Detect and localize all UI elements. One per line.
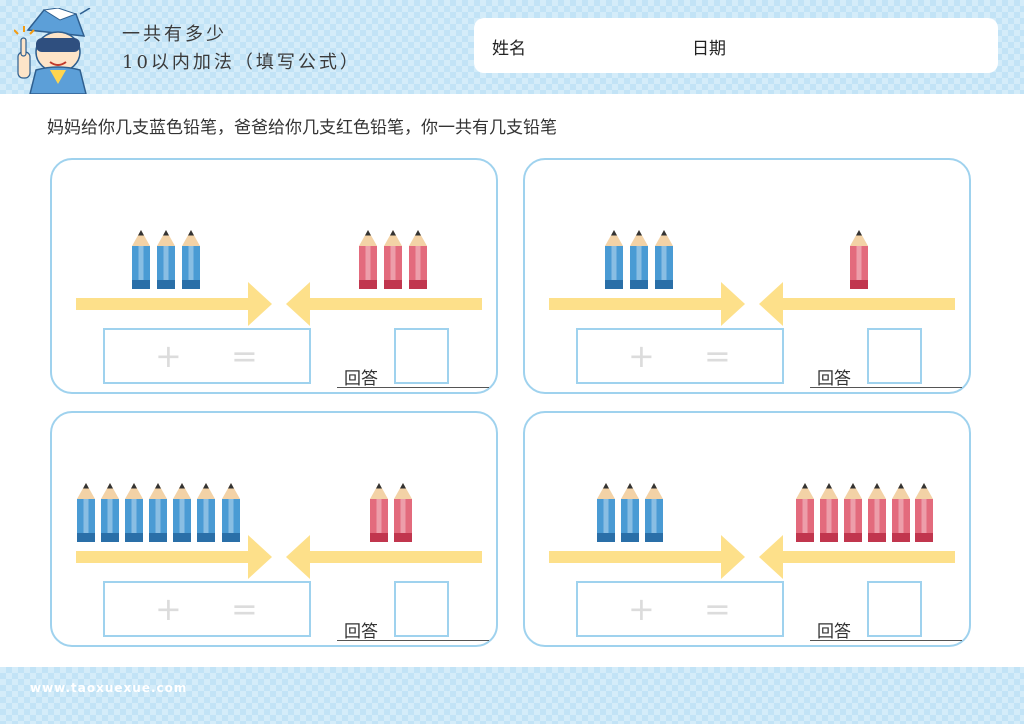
equals-sign: = (231, 590, 258, 628)
website-text: www.taoxuexue.com (30, 681, 188, 695)
answer-label: 回答 (344, 369, 378, 389)
blue-pencil-icon (182, 230, 200, 289)
worksheet-subtitle: 10以内加法（填写公式） (122, 52, 361, 73)
red-pencil-icon (868, 483, 886, 542)
red-pencil-icon (394, 483, 412, 542)
footer-banner (0, 667, 1024, 724)
blue-pencil-icon (655, 230, 673, 289)
date-label: 日期 (692, 39, 726, 59)
red-pencil-icon (844, 483, 862, 542)
answer-label: 回答 (817, 369, 851, 389)
blue-pencil-icon (173, 483, 191, 542)
red-pencil-icon (850, 230, 868, 289)
mascot-icon (14, 8, 91, 94)
blue-pencil-icon (132, 230, 150, 289)
equation-box[interactable]: += (576, 581, 784, 637)
arrow-right-icon (549, 535, 745, 579)
red-pencil-icon (915, 483, 933, 542)
answer-label: 回答 (817, 622, 851, 642)
arrow-left-icon (759, 535, 955, 579)
equals-sign: = (704, 590, 731, 628)
blue-pencil-icon (77, 483, 95, 542)
blue-pencil-icon (157, 230, 175, 289)
answer-box[interactable] (394, 328, 449, 384)
plus-sign: + (155, 590, 182, 628)
blue-pencil-icon (630, 230, 648, 289)
answer-underline (337, 387, 489, 388)
equals-sign: = (231, 337, 258, 375)
worksheet-title: 一共有多少 (122, 24, 227, 45)
red-pencil-icon (892, 483, 910, 542)
blue-pencil-icon (101, 483, 119, 542)
blue-pencil-icon (222, 483, 240, 542)
answer-box[interactable] (394, 581, 449, 637)
arrow-right-icon (76, 535, 272, 579)
arrow-left-icon (286, 282, 482, 326)
arrow-left-icon (286, 535, 482, 579)
equation-box[interactable]: += (103, 328, 311, 384)
red-pencil-icon (359, 230, 377, 289)
blue-pencil-icon (605, 230, 623, 289)
red-pencil-icon (820, 483, 838, 542)
plus-sign: + (628, 337, 655, 375)
name-label: 姓名 (492, 39, 526, 59)
equals-sign: = (704, 337, 731, 375)
blue-pencil-icon (125, 483, 143, 542)
red-pencil-icon (384, 230, 402, 289)
arrow-right-icon (549, 282, 745, 326)
blue-pencil-icon (597, 483, 615, 542)
instruction-text: 妈妈给你几支蓝色铅笔，爸爸给你几支红色铅笔，你一共有几支铅笔 (47, 118, 557, 138)
answer-underline (810, 640, 962, 641)
answer-underline (810, 387, 962, 388)
blue-pencil-icon (621, 483, 639, 542)
equation-box[interactable]: += (103, 581, 311, 637)
answer-box[interactable] (867, 328, 922, 384)
equation-box[interactable]: += (576, 328, 784, 384)
name-date-box: 姓名 日期 (474, 18, 998, 73)
answer-box[interactable] (867, 581, 922, 637)
red-pencil-icon (409, 230, 427, 289)
red-pencil-icon (796, 483, 814, 542)
blue-pencil-icon (197, 483, 215, 542)
answer-underline (337, 640, 489, 641)
arrow-left-icon (759, 282, 955, 326)
plus-sign: + (628, 590, 655, 628)
arrow-right-icon (76, 282, 272, 326)
blue-pencil-icon (645, 483, 663, 542)
blue-pencil-icon (149, 483, 167, 542)
red-pencil-icon (370, 483, 388, 542)
answer-label: 回答 (344, 622, 378, 642)
plus-sign: + (155, 337, 182, 375)
